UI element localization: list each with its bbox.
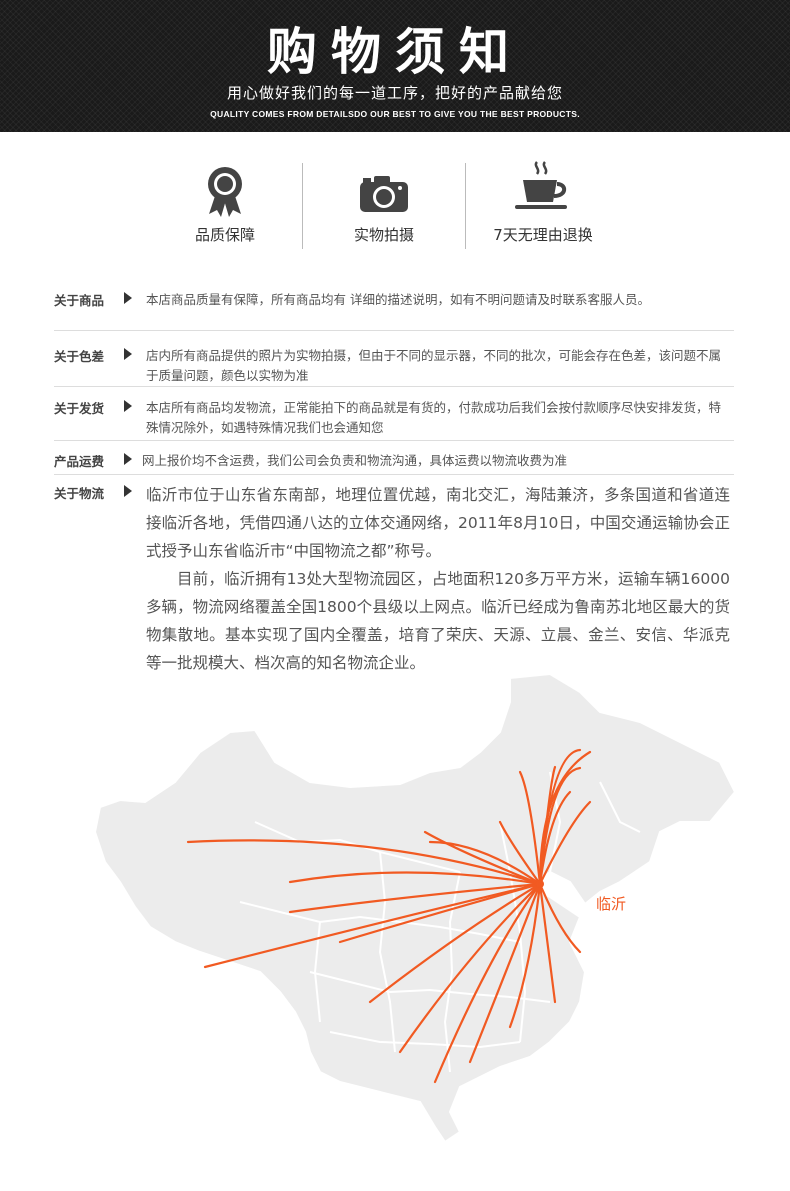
hub-marker bbox=[536, 880, 544, 888]
china-logistics-map bbox=[93, 672, 737, 1144]
notice-text: 本店所有商品均发物流，正常能拍下的商品就是有货的，付款成功后我们会按付款顺序尽快… bbox=[146, 400, 722, 435]
arrow-right-icon bbox=[124, 292, 132, 304]
banner-subtitle: 用心做好我们的每一道工序，把好的产品献给您 bbox=[226, 84, 563, 102]
banner-english-slogan: QUALITY COMES FROM DETAILSDO OUR BEST TO… bbox=[210, 109, 580, 119]
notice-tag: 产品运费 bbox=[54, 454, 105, 469]
coffee-cup-icon bbox=[513, 160, 573, 220]
logistics-paragraph: 目前，临沂拥有13处大型物流园区，占地面积120多万平方米，运输车辆16000多… bbox=[146, 570, 730, 672]
feature-divider bbox=[465, 163, 466, 249]
arrow-right-icon bbox=[124, 348, 132, 360]
page-title: 购物须知 bbox=[267, 23, 523, 81]
notice-text: 网上报价均不含运费，我们公司会负责和物流沟通，具体运费以物流收费为准 bbox=[142, 453, 568, 468]
feature-quality: 品质保障 bbox=[145, 160, 305, 250]
notice-tag: 关于色差 bbox=[54, 349, 105, 364]
feature-label: 7天无理由退换 bbox=[493, 226, 593, 244]
china-landmass bbox=[93, 672, 737, 1144]
logistics-paragraph: 临沂市位于山东省东南部，地理位置优越，南北交汇，海陆兼济，多条国道和省道连接临沂… bbox=[146, 486, 730, 560]
divider bbox=[54, 386, 734, 387]
notice-tag: 关于物流 bbox=[54, 486, 105, 501]
feature-real-photo: 实物拍摄 bbox=[304, 160, 464, 250]
divider bbox=[54, 440, 734, 441]
arrow-right-icon bbox=[124, 453, 132, 465]
feature-strip: 品质保障 实物拍摄 7天无理由退换 bbox=[0, 160, 790, 250]
award-ribbon-icon bbox=[205, 166, 245, 222]
notice-shipping: 关于发货 本店所有商品均发物流，正常能拍下的商品就是有货的，付款成功后我们会按付… bbox=[54, 398, 734, 441]
notice-logistics: 关于物流 bbox=[54, 483, 734, 505]
logistics-routes bbox=[186, 748, 592, 1084]
arrow-right-icon bbox=[124, 400, 132, 412]
notice-freight: 产品运费 网上报价均不含运费，我们公司会负责和物流沟通，具体运费以物流收费为准 bbox=[54, 451, 734, 475]
hub-label: 临沂 bbox=[596, 895, 627, 913]
notice-tag: 关于发货 bbox=[54, 401, 105, 416]
divider bbox=[54, 474, 734, 475]
notice-text: 店内所有商品提供的照片为实物拍摄，但由于不同的显示器，不同的批次，可能会存在色差… bbox=[146, 348, 722, 383]
notice-tag: 关于商品 bbox=[54, 293, 105, 308]
notice-product: 关于商品 本店商品质量有保障，所有商品均有 详细的描述说明，如有不明问题请及时联… bbox=[54, 290, 734, 331]
header-banner: 购物须知 用心做好我们的每一道工序，把好的产品献给您 QUALITY COMES… bbox=[0, 0, 790, 132]
feature-return: 7天无理由退换 bbox=[463, 160, 623, 250]
feature-label: 品质保障 bbox=[194, 226, 255, 244]
notice-color: 关于色差 店内所有商品提供的照片为实物拍摄，但由于不同的显示器，不同的批次，可能… bbox=[54, 346, 734, 387]
feature-label: 实物拍摄 bbox=[353, 226, 414, 244]
arrow-right-icon bbox=[124, 485, 132, 497]
notice-text: 本店商品质量有保障，所有商品均有 详细的描述说明，如有不明问题请及时联系客服人员… bbox=[146, 292, 650, 307]
camera-icon bbox=[358, 174, 410, 218]
logistics-description: 临沂市位于山东省东南部，地理位置优越，南北交汇，海陆兼济，多条国道和省道连接临沂… bbox=[146, 481, 730, 677]
divider bbox=[54, 330, 734, 331]
feature-divider bbox=[302, 163, 303, 249]
